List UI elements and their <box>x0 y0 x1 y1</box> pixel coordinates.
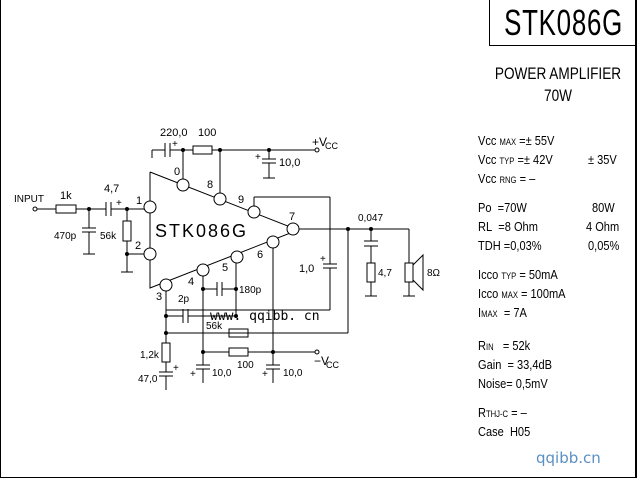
spec-vcc-typ-alt: ± 35V <box>588 152 617 167</box>
spec-po-alt: 80W <box>592 200 615 215</box>
resistor-100-neg <box>228 347 249 357</box>
svg-text:CC: CC <box>325 141 338 151</box>
spec-vcc-max: Vcc MAX =± 55V <box>478 133 555 148</box>
speaker-coil <box>404 262 414 283</box>
svg-text:7: 7 <box>289 211 295 223</box>
svg-text:1,2k: 1,2k <box>140 350 160 361</box>
power-rating: 70W <box>544 86 572 105</box>
chip-label: STK086G <box>155 221 248 241</box>
spec-case: Case H05 <box>478 424 531 439</box>
spec-rthj: RTHJ-C = – <box>478 405 527 420</box>
svg-text:4: 4 <box>188 276 194 288</box>
spec-icco-typ: Icco TYP = 50mA <box>478 267 558 282</box>
spec-imax: IMAX = 7A <box>478 305 527 320</box>
speaker-icon <box>412 253 424 292</box>
input-section <box>32 202 150 273</box>
vcc-neg-terminal <box>314 349 320 355</box>
pin-6 <box>266 235 280 249</box>
spec-vcc-rng: Vcc RNG = – <box>478 171 536 186</box>
svg-text:10,0: 10,0 <box>283 368 303 379</box>
svg-text:3: 3 <box>156 291 162 303</box>
spec-rl: RL =8 Ohm <box>478 219 538 234</box>
spec-tdh-alt: 0,05% <box>588 238 620 253</box>
svg-text:1,0: 1,0 <box>299 263 314 275</box>
svg-text:+: + <box>262 369 268 380</box>
pin-4 <box>196 263 210 277</box>
spec-rl-alt: 4 Ohm <box>586 219 620 234</box>
spec-po: Po =70W <box>478 200 527 215</box>
watermark-center: www. qqibb. cn <box>210 309 320 324</box>
svg-text:8Ω: 8Ω <box>427 268 441 279</box>
title-box: STK086G <box>489 0 637 46</box>
svg-text:220,0: 220,0 <box>160 127 188 139</box>
svg-text:+: + <box>190 369 196 380</box>
resistor-1k <box>55 204 77 214</box>
resistor-4-7 <box>366 262 376 283</box>
svg-text:0: 0 <box>174 166 180 178</box>
vcc-pos-terminal <box>314 147 320 153</box>
svg-text:47,0: 47,0 <box>138 374 158 385</box>
svg-text:180p: 180p <box>239 285 262 296</box>
svg-text:1: 1 <box>136 195 142 207</box>
pin-2 <box>143 247 157 261</box>
svg-text:+: + <box>320 254 326 265</box>
pin-8 <box>213 192 227 206</box>
svg-text:5: 5 <box>222 262 228 274</box>
svg-text:9: 9 <box>238 194 244 206</box>
svg-text:0,047: 0,047 <box>358 213 383 224</box>
resistor-1-2k <box>161 342 171 363</box>
spec-tdh: TDH =0,03% <box>478 238 542 253</box>
part-number-title: STK086G <box>504 1 623 43</box>
spec-rin: RIN = 52k <box>478 338 531 353</box>
watermark-corner: qqibb.cn <box>536 449 601 467</box>
svg-text:470p: 470p <box>54 231 77 242</box>
svg-text:100: 100 <box>237 360 254 371</box>
svg-text:100: 100 <box>198 127 216 139</box>
svg-text:2p: 2p <box>178 294 190 305</box>
pin-7 <box>286 222 300 236</box>
svg-text:10,0: 10,0 <box>279 157 300 169</box>
svg-text:+: + <box>173 363 179 374</box>
svg-text:+: + <box>172 139 178 150</box>
svg-text:+: + <box>255 152 261 163</box>
pin-5 <box>230 250 244 264</box>
spec-gain: Gain = 33,4dB <box>478 357 553 372</box>
spec-icco-max: Icco MAX = 100mA <box>478 286 566 301</box>
svg-text:4,7: 4,7 <box>378 268 392 279</box>
pin-3 <box>159 278 173 292</box>
spec-noise: Noise= 0,5mV <box>478 376 548 391</box>
svg-text:+: + <box>116 198 122 209</box>
input-terminal <box>32 206 38 212</box>
resistor-56k <box>122 220 132 242</box>
svg-text:CC: CC <box>326 360 339 370</box>
svg-text:2: 2 <box>135 240 141 252</box>
svg-text:4,7: 4,7 <box>104 183 119 195</box>
svg-text:8: 8 <box>207 179 213 191</box>
svg-text:6: 6 <box>257 249 263 261</box>
svg-text:+V: +V <box>312 135 327 149</box>
spec-vcc-typ: Vcc TYP =± 42V <box>478 152 553 167</box>
svg-text:56k: 56k <box>100 231 117 242</box>
svg-text:1k: 1k <box>60 190 72 202</box>
svg-text:−V: −V <box>314 354 329 368</box>
pin-9 <box>247 205 261 219</box>
subtitle: POWER AMPLIFIER <box>494 64 622 83</box>
pin-0 <box>176 178 190 192</box>
pin-1 <box>143 200 157 214</box>
resistor-56k-fb <box>228 328 249 338</box>
svg-text:56k: 56k <box>206 321 223 332</box>
resistor-100-top <box>192 145 213 155</box>
svg-text:10,0: 10,0 <box>212 368 232 379</box>
input-label: INPUT <box>14 194 44 205</box>
